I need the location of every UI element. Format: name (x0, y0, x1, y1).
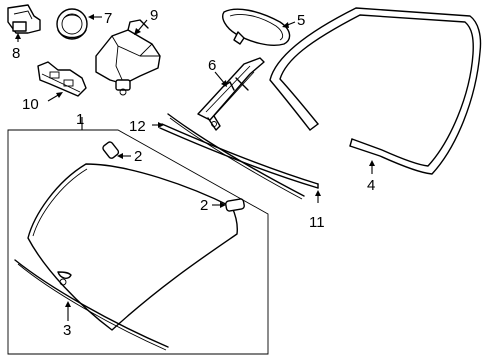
side-molding-part-11: 11 (159, 123, 325, 231)
assembly-frame (7, 129, 269, 355)
callout-11: 11 (309, 214, 325, 231)
callout-10: 10 (22, 96, 39, 113)
callout-3: 3 (63, 322, 71, 339)
rearview-mirror-part-5: 5 (222, 8, 305, 46)
weatherstrip-part-4: 4 (269, 7, 482, 194)
callout-7: 7 (104, 10, 112, 27)
upper-molding-part-12: 12 (129, 113, 305, 200)
callout-1: 1 (76, 111, 84, 128)
round-cover-part-7: 7 (56, 8, 112, 40)
bracket-part-8: 8 (7, 4, 41, 62)
mount-plate-part-10: 10 (22, 61, 87, 113)
callout-2-upper: 2 (134, 148, 142, 165)
callout-2-lower: 2 (200, 197, 208, 214)
callout-9: 9 (150, 7, 158, 24)
callout-12: 12 (129, 118, 146, 135)
lower-molding: 3 (14, 259, 169, 351)
callout-8: 8 (12, 45, 20, 62)
windshield-glass-inner-edge (32, 168, 88, 237)
sensor-pad-upper: 2 (102, 141, 142, 165)
mirror-bracket-part-6: 6 (197, 57, 265, 131)
windshield-glass (27, 163, 238, 331)
sensor-pad-lower: 2 (200, 197, 245, 214)
sensor-module-part-9: 9 (95, 7, 161, 96)
callout-6: 6 (208, 57, 216, 74)
callout-5: 5 (297, 12, 305, 29)
callout-4: 4 (367, 177, 375, 194)
